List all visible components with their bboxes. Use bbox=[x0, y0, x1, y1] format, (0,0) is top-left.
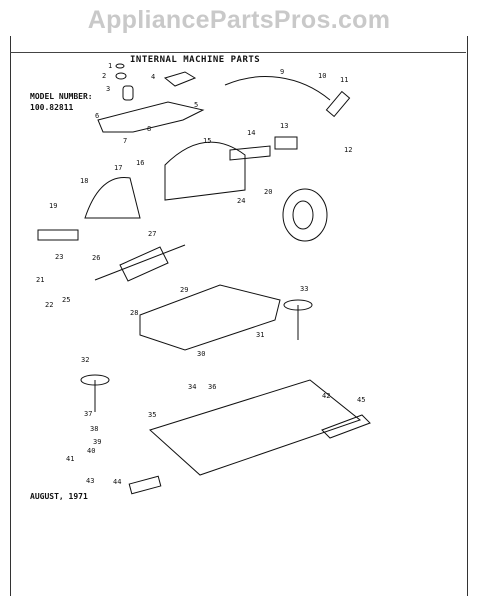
callout-29: 29 bbox=[180, 286, 188, 294]
callout-17: 17 bbox=[114, 164, 122, 172]
callout-15: 15 bbox=[203, 137, 211, 145]
part-20-field-coil bbox=[282, 188, 328, 242]
diagram-frame bbox=[10, 36, 468, 596]
part-11-grip bbox=[325, 90, 351, 118]
callout-19: 19 bbox=[49, 202, 57, 210]
callout-13: 13 bbox=[280, 122, 288, 130]
callout-42: 42 bbox=[322, 392, 330, 400]
frame-top-rule bbox=[10, 52, 466, 53]
model-label: MODEL NUMBER: bbox=[30, 92, 93, 101]
callout-31: 31 bbox=[256, 331, 264, 339]
callout-44: 44 bbox=[113, 478, 121, 486]
part-45-bracket bbox=[321, 414, 371, 439]
part-27-shaft bbox=[94, 244, 186, 281]
callout-22: 22 bbox=[45, 301, 53, 309]
callout-24: 24 bbox=[237, 197, 245, 205]
part-6-cover bbox=[97, 101, 205, 133]
callout-34: 34 bbox=[188, 383, 196, 391]
diagram-title: INTERNAL MACHINE PARTS bbox=[130, 55, 261, 65]
callout-40: 40 bbox=[87, 447, 95, 455]
callout-1: 1 bbox=[108, 62, 112, 70]
callout-38: 38 bbox=[90, 425, 98, 433]
part-36-base-plate bbox=[149, 379, 362, 476]
part-18-fan-cover bbox=[84, 177, 141, 219]
part-20-coil-core bbox=[292, 200, 314, 230]
model-number-block: MODEL NUMBER: 100.82811 bbox=[30, 91, 93, 113]
callout-labels: 1 2 3 4 5 6 7 8 9 10 11 12 13 14 15 16 1… bbox=[36, 62, 365, 486]
callout-18: 18 bbox=[80, 177, 88, 185]
part-1-screw bbox=[115, 63, 125, 69]
callout-30: 30 bbox=[197, 350, 205, 358]
callout-10: 10 bbox=[318, 72, 326, 80]
callout-5: 5 bbox=[194, 101, 198, 109]
callout-45: 45 bbox=[357, 396, 365, 404]
callout-3: 3 bbox=[106, 85, 110, 93]
callout-28: 28 bbox=[130, 309, 138, 317]
callout-21: 21 bbox=[36, 276, 44, 284]
callout-33: 33 bbox=[300, 285, 308, 293]
part-3-bushing bbox=[122, 85, 134, 101]
callout-23: 23 bbox=[55, 253, 63, 261]
part-15-plate bbox=[229, 145, 271, 161]
callout-4: 4 bbox=[151, 73, 155, 81]
callout-39: 39 bbox=[93, 438, 101, 446]
part-2-washer bbox=[115, 72, 127, 80]
part-9-cord bbox=[224, 76, 331, 101]
callout-9: 9 bbox=[280, 68, 284, 76]
callout-27: 27 bbox=[148, 230, 156, 238]
model-number: 100.82811 bbox=[30, 103, 74, 112]
callout-2: 2 bbox=[102, 72, 106, 80]
callout-25: 25 bbox=[62, 296, 70, 304]
callout-43: 43 bbox=[86, 477, 94, 485]
part-4-bracket bbox=[163, 71, 197, 87]
callout-12: 12 bbox=[344, 146, 352, 154]
watermark-logo: AppliancePartsPros.com bbox=[87, 6, 391, 34]
callout-7: 7 bbox=[123, 137, 127, 145]
part-13-switch bbox=[274, 136, 298, 150]
callout-26: 26 bbox=[92, 254, 100, 262]
callout-14: 14 bbox=[247, 129, 255, 137]
callout-11: 11 bbox=[340, 76, 348, 84]
part-44-clip bbox=[128, 475, 162, 495]
callout-36: 36 bbox=[208, 383, 216, 391]
callout-37: 37 bbox=[84, 410, 92, 418]
callout-6: 6 bbox=[95, 112, 99, 120]
callout-41: 41 bbox=[66, 455, 74, 463]
part-28-base-casting bbox=[139, 284, 281, 351]
callout-32: 32 bbox=[81, 356, 89, 364]
part-15-motor-housing bbox=[164, 141, 246, 201]
callout-35: 35 bbox=[148, 411, 156, 419]
part-19-bracket bbox=[37, 229, 79, 241]
callout-8: 8 bbox=[147, 125, 151, 133]
part-27-armature bbox=[119, 246, 169, 282]
date-stamp: AUGUST, 1971 bbox=[30, 492, 88, 501]
callout-20: 20 bbox=[264, 188, 272, 196]
callout-16: 16 bbox=[136, 159, 144, 167]
